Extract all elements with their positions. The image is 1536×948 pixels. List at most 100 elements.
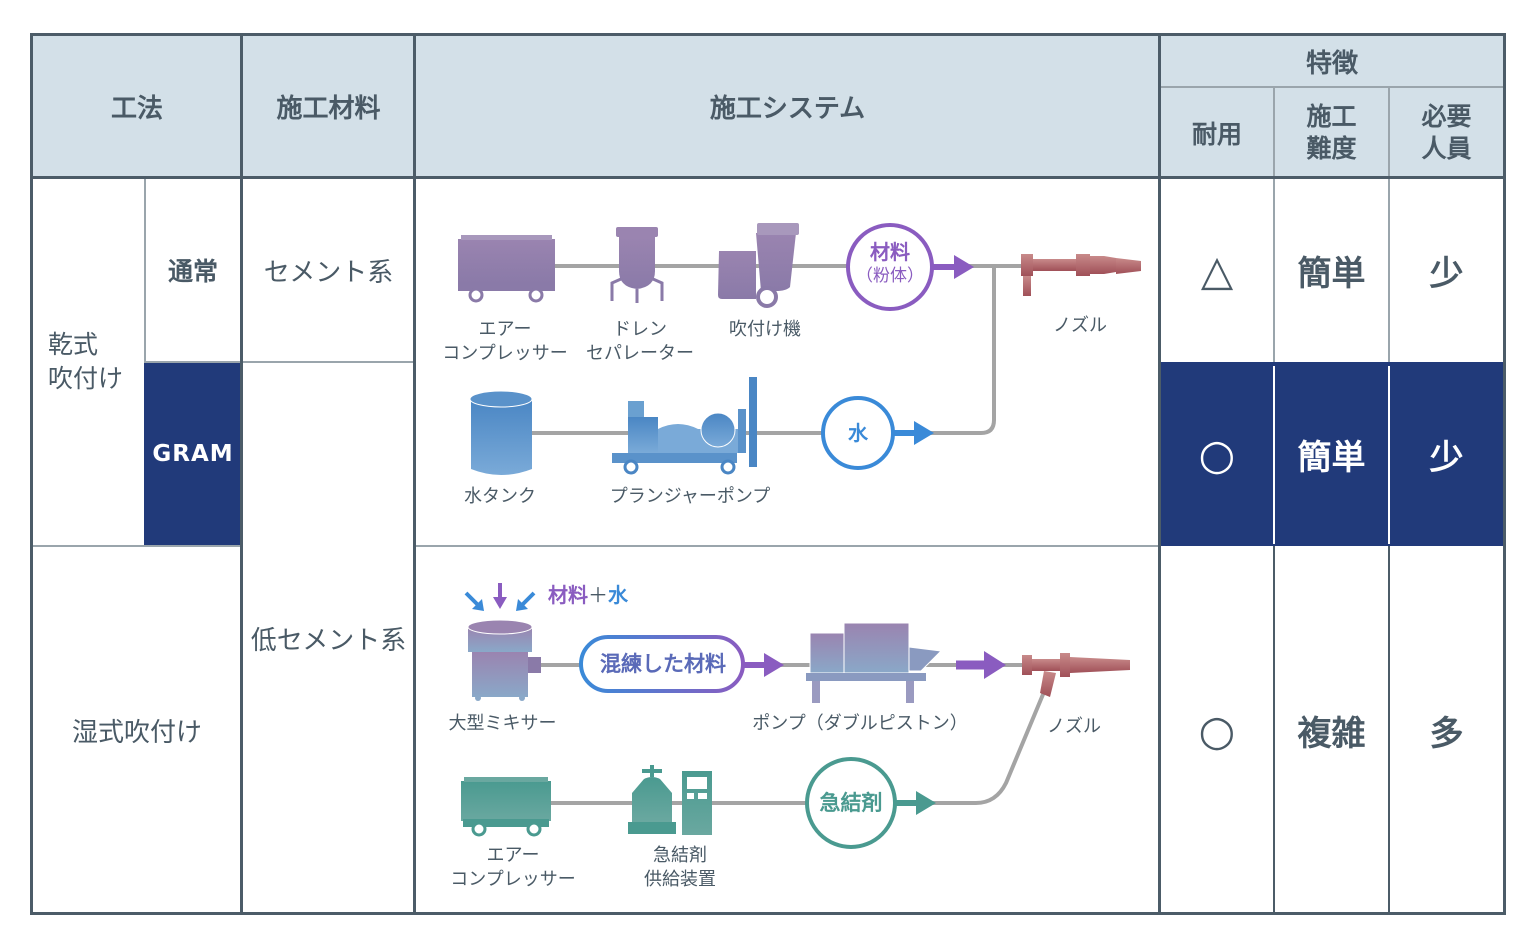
label-line: ドレン <box>613 319 667 340</box>
label-water-tank: 水タンク <box>464 486 536 507</box>
divider <box>415 545 1160 547</box>
header-personnel-line1: 必要 <box>1421 101 1472 131</box>
table-border <box>240 33 243 915</box>
divider <box>1388 87 1390 178</box>
header-features: 特徴 <box>1160 35 1504 87</box>
material-low-cement-label: 低セメント系 <box>250 625 407 656</box>
plunger-pump-icon <box>612 377 757 475</box>
input-label: 材料＋水 <box>548 582 648 608</box>
table-border <box>30 33 33 915</box>
feature-value: 少 <box>1429 437 1464 478</box>
input-label-water: 水 <box>608 583 628 607</box>
method-dry: 乾式 吹付け <box>32 178 144 546</box>
feature-value: ○ <box>1198 429 1236 479</box>
feature-difficulty-1: 簡単 <box>1274 362 1389 546</box>
header-material: 施工材料 <box>242 35 415 178</box>
header-material-label: 施工材料 <box>276 94 381 124</box>
water-tank-icon <box>469 390 533 475</box>
label-drain-separator: ドレンセパレーター <box>580 318 700 366</box>
label-line: エアー <box>478 319 532 340</box>
divider <box>32 545 242 547</box>
divider <box>242 361 415 363</box>
label-pump: ポンプ（ダブルピストン） <box>752 713 968 734</box>
feature-value: 簡単 <box>1297 253 1366 294</box>
table-border <box>30 176 1506 179</box>
feature-durability-2: ○ <box>1160 546 1274 914</box>
nozzle-icon-wet <box>1022 653 1130 697</box>
table-border <box>30 33 1506 36</box>
mixed-material-badge <box>579 635 784 693</box>
wet-system-diagram <box>461 583 1130 849</box>
header-personnel-line2: 人員 <box>1421 133 1472 163</box>
material-cement-label: セメント系 <box>263 257 394 288</box>
feature-personnel-0: 少 <box>1389 178 1504 362</box>
feature-value: 多 <box>1429 713 1464 754</box>
label-plunger-pump: プランジャーポンプ <box>609 486 771 507</box>
label-air-compressor: エアーコンプレッサー <box>440 318 570 366</box>
label-spraying-machine: 吹付け機 <box>729 319 801 340</box>
label-line: 急結剤 <box>653 845 707 866</box>
method-normal: 通常 <box>144 178 242 362</box>
accelerator-badge <box>805 757 936 849</box>
feature-personnel-1: 少 <box>1389 362 1504 546</box>
feature-value: 少 <box>1429 253 1464 294</box>
method-gram-label: GRAM <box>152 441 234 467</box>
drain-separator-icon <box>610 227 664 303</box>
header-difficulty-line2: 難度 <box>1306 133 1357 163</box>
header-difficulty-line1: 施工 <box>1306 101 1357 131</box>
accelerator-supply-icon <box>628 765 712 835</box>
nozzle-icon <box>1021 254 1141 296</box>
header-system-label: 施工システム <box>709 94 866 124</box>
label-mixer: 大型ミキサー <box>448 713 557 734</box>
badge-line: （粉体） <box>856 266 924 286</box>
dry-system-diagram <box>458 223 1141 475</box>
header-durability: 耐用 <box>1160 87 1274 178</box>
input-arrows-icon <box>464 583 536 611</box>
material-badge-text: 材料（粉体） <box>850 240 930 288</box>
table-border <box>30 912 1506 915</box>
divider <box>144 178 146 362</box>
divider <box>1388 178 1390 362</box>
divider <box>1273 178 1275 362</box>
badge-line: 材料 <box>870 240 910 264</box>
pipe <box>526 266 996 435</box>
feature-durability-1: ○ <box>1160 362 1274 546</box>
pipe <box>551 691 1046 805</box>
pump-double-piston-icon <box>806 622 1006 703</box>
feature-personnel-2: 多 <box>1389 546 1504 914</box>
label-nozzle-wet: ノズル <box>1047 716 1101 737</box>
method-wet: 湿式吹付け <box>32 546 242 914</box>
header-method: 工法 <box>32 35 242 178</box>
air-compressor-icon <box>458 235 555 303</box>
header-features-label: 特徴 <box>1305 48 1358 79</box>
water-badge-text: 水 <box>848 421 868 445</box>
input-label-plus: ＋ <box>588 583 608 607</box>
table-border <box>1503 33 1506 915</box>
divider <box>1273 87 1275 178</box>
material-cement: セメント系 <box>242 178 415 362</box>
label-line: コンプレッサー <box>450 869 576 890</box>
feature-value: ○ <box>1198 705 1236 755</box>
label-accelerator-supply: 急結剤供給装置 <box>630 844 730 892</box>
method-dry-line2: 吹付け <box>48 364 124 393</box>
divider <box>1388 546 1390 914</box>
method-dry-line1: 乾式 <box>48 330 99 359</box>
feature-difficulty-0: 簡単 <box>1274 178 1389 362</box>
material-powder-badge <box>846 223 974 311</box>
label-line: コンプレッサー <box>442 343 568 364</box>
header-personnel: 必要 人員 <box>1389 87 1504 178</box>
feature-value: 簡単 <box>1297 437 1366 478</box>
method-normal-label: 通常 <box>167 257 218 286</box>
header-system: 施工システム <box>415 35 1160 178</box>
table-border <box>1158 33 1161 915</box>
water-badge <box>821 396 934 470</box>
material-low-cement: 低セメント系 <box>242 362 415 914</box>
method-gram[interactable]: GRAM <box>144 362 242 546</box>
header-durability-label: 耐用 <box>1191 119 1242 149</box>
divider <box>1273 546 1275 914</box>
table-border <box>413 33 416 915</box>
header-method-label: 工法 <box>110 94 163 124</box>
divider <box>1388 366 1390 544</box>
mixer-icon <box>467 619 541 701</box>
feature-value: 複雑 <box>1297 713 1366 754</box>
